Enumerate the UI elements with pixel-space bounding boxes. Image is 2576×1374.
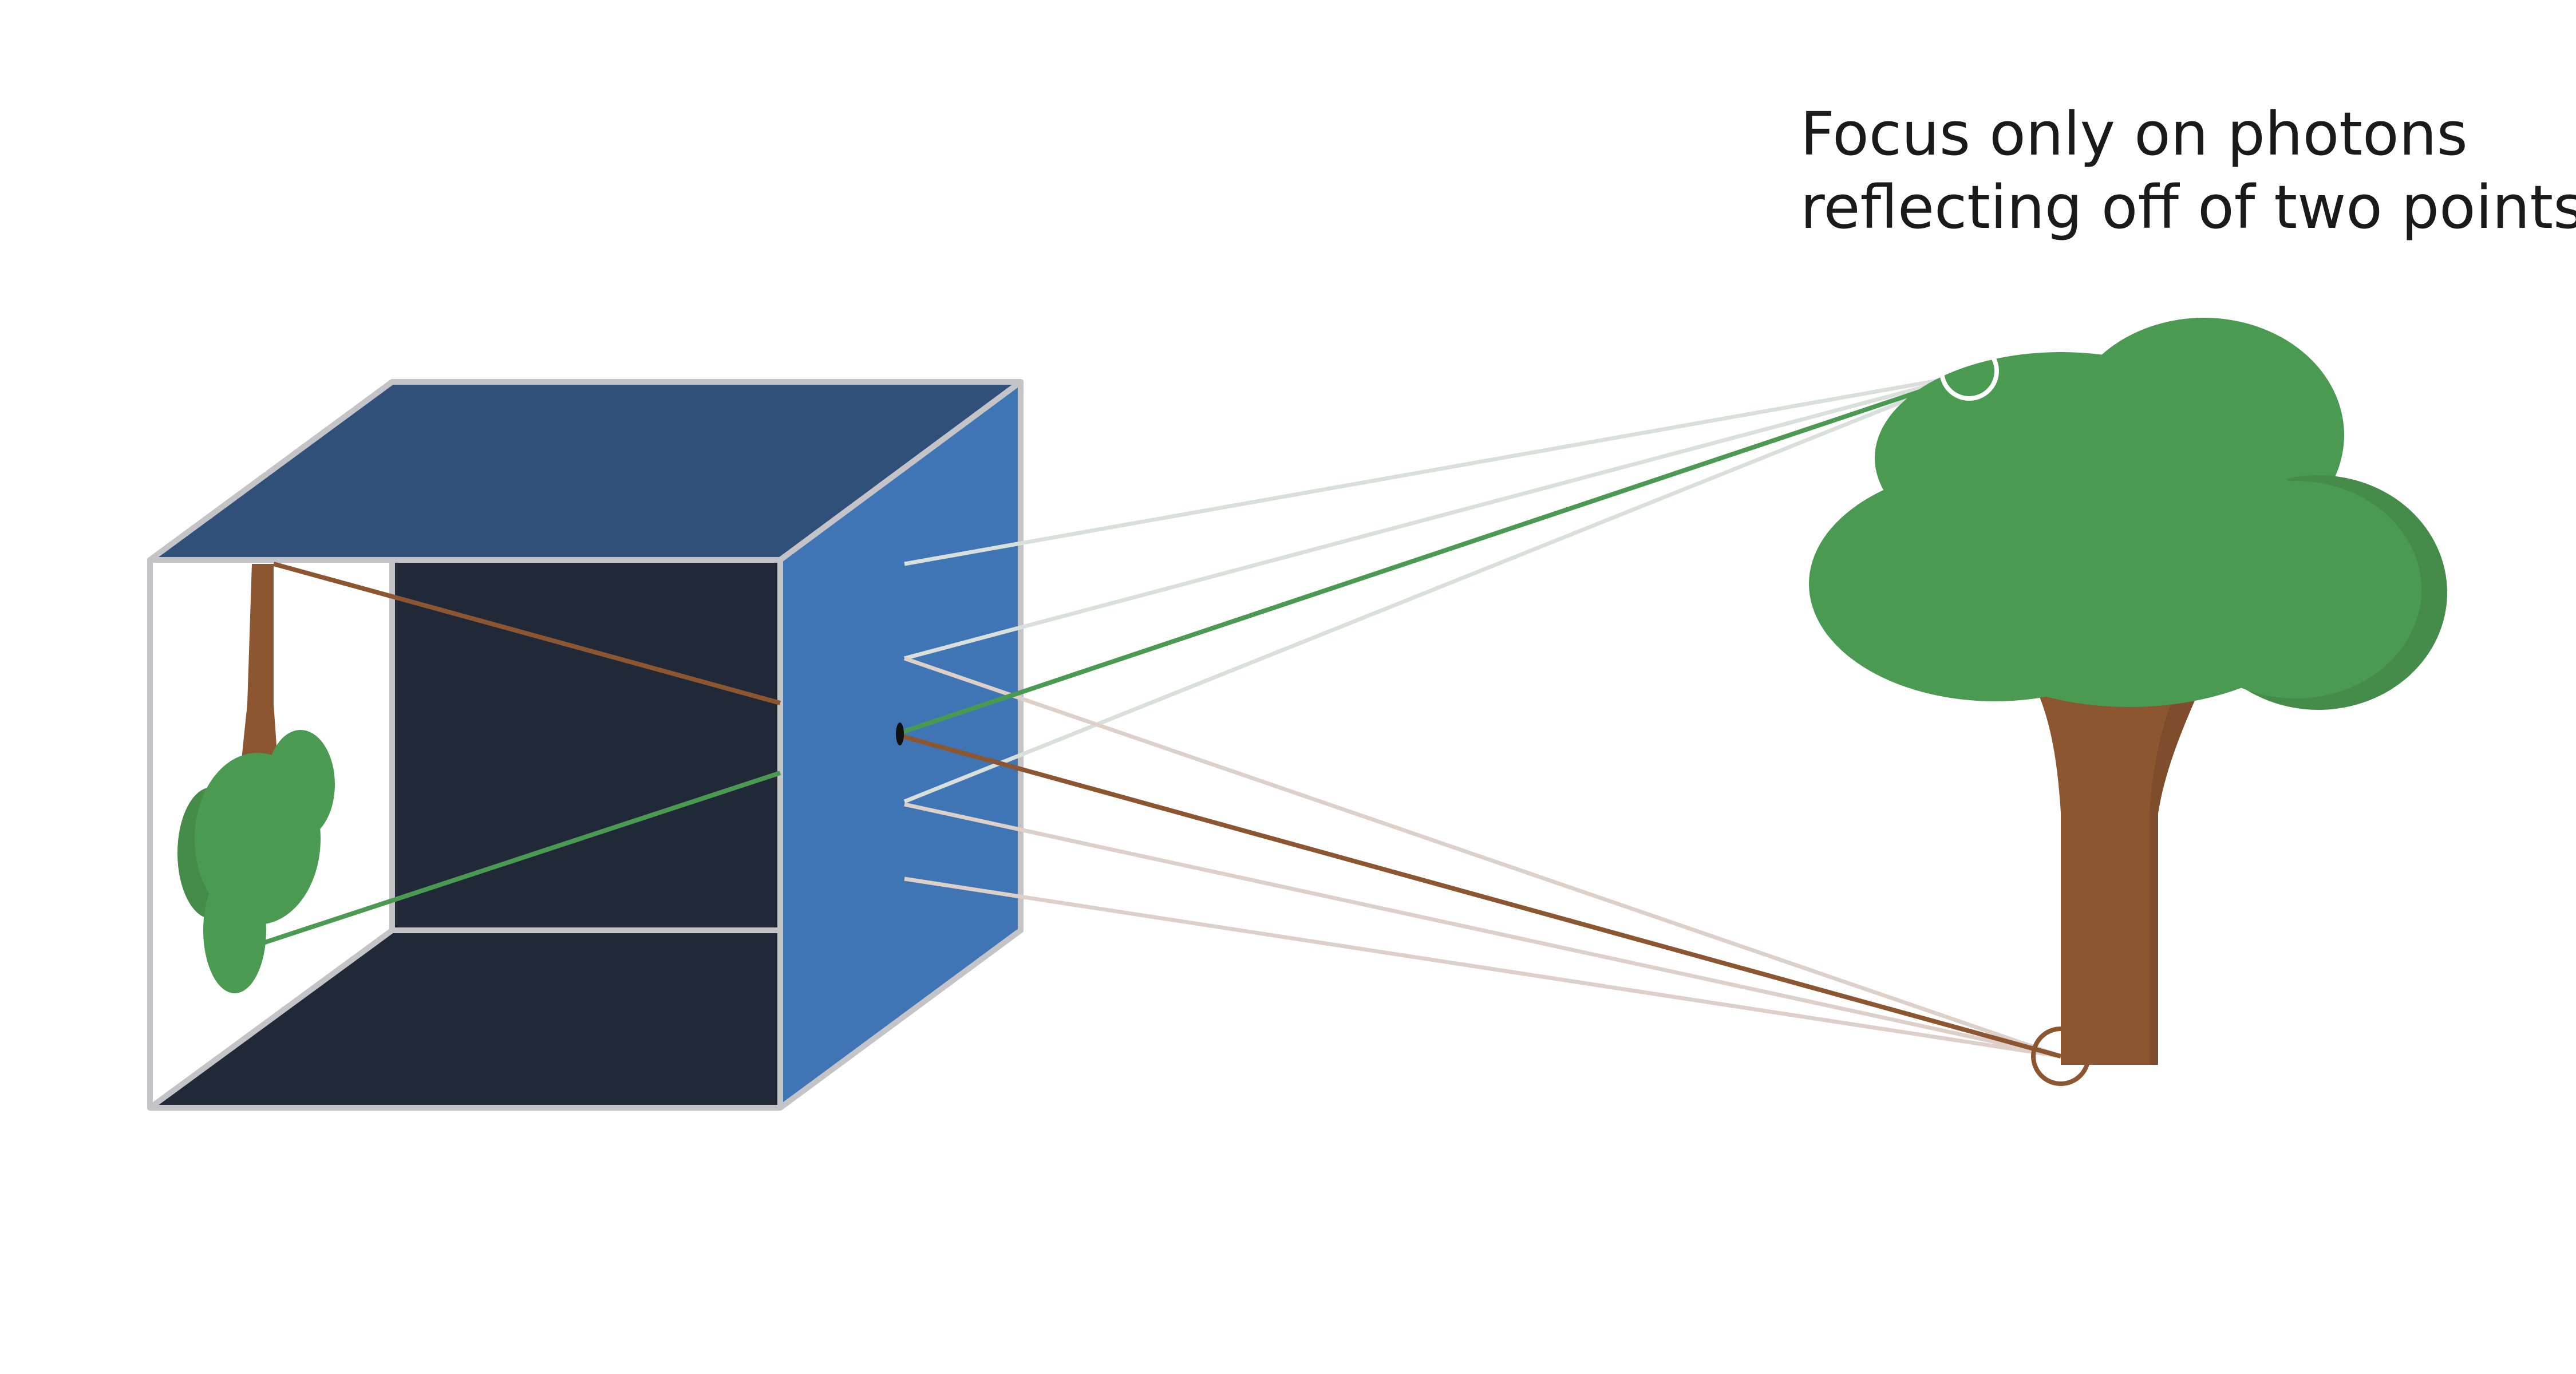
projected-tree-image (177, 564, 335, 993)
box-edges (147, 557, 783, 1111)
tree-trunk-shade (2150, 693, 2198, 1065)
pinhole (896, 722, 904, 745)
tree (1809, 318, 2447, 1065)
projected-tree-trunk (240, 564, 278, 770)
brown-ray-inside (272, 562, 781, 705)
projected-tree-foliage (203, 867, 266, 993)
focus-point-bottom-marker (2031, 1026, 2091, 1086)
faint-rays-bottom-point (903, 656, 2062, 1059)
green-ray-inside (231, 771, 781, 956)
green-ray-outside (899, 373, 1970, 735)
focus-point-top-marker (1939, 341, 1999, 401)
caption-line-1: Focus only on photons (1800, 99, 2468, 169)
caption-line-2: reflecting off of two points (1800, 172, 2576, 242)
caption: Focus only on photons reflecting off of … (1800, 97, 2576, 244)
tree-foliage (1912, 438, 2347, 707)
brown-ray-outside (899, 733, 2062, 1059)
faint-rays-top-point (903, 373, 1970, 804)
